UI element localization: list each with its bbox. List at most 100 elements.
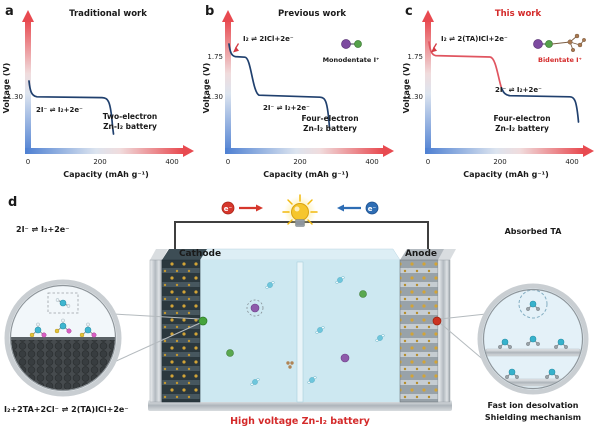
left-arrow-icon <box>337 204 344 212</box>
panel-c-chart: c This work Voltage (V) Capacity (mAh g⁻… <box>402 4 594 179</box>
water-molecule-icon <box>265 281 275 289</box>
callout-line <box>113 313 201 320</box>
y-axis <box>225 20 231 154</box>
top-reaction-annotation: I₂ ⇌ 2ICl+2e⁻ <box>243 35 294 43</box>
cathode-label: Cathode <box>179 249 221 259</box>
y-axis-label: Voltage (V) <box>202 63 211 114</box>
electrolyte-ions <box>226 276 385 386</box>
anode-caption-line2: Shielding mechanism <box>485 413 581 422</box>
electron-icon <box>221 201 235 215</box>
separator <box>296 261 304 403</box>
electron-label: e⁻ <box>368 205 377 213</box>
x-axis <box>225 148 383 154</box>
light-bulb-icon <box>282 194 318 228</box>
x-axis-label: Capacity (mAh g⁻¹) <box>63 170 148 179</box>
anode-site-marker <box>432 316 442 326</box>
discharge-curve-low-plateau <box>500 87 580 123</box>
panel-a-title: Traditional work <box>69 9 147 19</box>
x-tick: 200 <box>493 158 506 166</box>
water-molecule-icon <box>375 334 385 342</box>
electron-flow-right: e⁻ <box>337 201 379 215</box>
ta-molecule-icon <box>286 361 294 369</box>
x-axis-label: Capacity (mAh g⁻¹) <box>263 170 348 179</box>
y-axis-label: Voltage (V) <box>402 63 411 114</box>
cathode-top-face <box>162 249 207 260</box>
battery-schematic: d <box>4 194 589 427</box>
iodine-ion-icon <box>340 353 350 363</box>
y-axis-label: Voltage (V) <box>2 63 11 114</box>
panel-c: c This work Voltage (V) Capacity (mAh g⁻… <box>400 0 600 194</box>
y-tick: 1.30 <box>7 93 23 101</box>
water-molecule-icon <box>250 378 260 386</box>
anode-label: Anode <box>405 249 437 259</box>
x-tick: 200 <box>293 158 306 166</box>
x-axis-label: Capacity (mAh g⁻¹) <box>463 170 548 179</box>
x-tick: 0 <box>426 158 430 166</box>
panel-a-chart: a Traditional work Voltage (V) Capacity … <box>2 4 194 179</box>
discharge-curve <box>28 80 115 135</box>
y-axis-arrow-icon <box>222 10 234 22</box>
highlight-box <box>47 292 79 314</box>
x-tick: 0 <box>26 158 30 166</box>
cathode-electrode <box>161 259 201 403</box>
electron-icon <box>365 201 379 215</box>
cathode-reaction-bottom: I₂+2TA+2Cl⁻ ⇌ 2(TA)ICl+2e⁻ <box>4 405 129 414</box>
y-tick: 1.30 <box>407 93 423 101</box>
callout-line <box>439 322 487 363</box>
red-pointer-arrow-icon <box>431 43 438 53</box>
x-axis <box>25 148 183 154</box>
anode-collector-top <box>438 249 456 260</box>
x-tick: 0 <box>226 158 230 166</box>
anode-top-face <box>400 249 445 260</box>
cathode-reaction-top: 2I⁻ ⇌ I₂+2e⁻ <box>16 225 69 234</box>
x-axis-arrow-icon <box>383 145 394 157</box>
x-tick: 400 <box>565 158 578 166</box>
absorbed-ta-label: Absorbed TA <box>505 227 563 236</box>
zinc-layer <box>485 348 581 357</box>
y-axis <box>25 20 31 154</box>
ta-molecule-icon <box>551 33 586 53</box>
battery-type-line1: Two-electron <box>103 112 157 121</box>
y-tick: 1.30 <box>207 93 223 101</box>
battery-type-line1: Four-electron <box>493 114 550 123</box>
battery-type-line1: Four-electron <box>301 114 358 123</box>
water-molecule-icon <box>315 326 325 334</box>
iodine-complex-icon <box>55 298 71 308</box>
panel-b-chart: b Previous work Voltage (V) Capacity (mA… <box>202 4 394 179</box>
center-caption: High voltage Zn-I₂ battery <box>230 416 371 427</box>
x-tick: 200 <box>93 158 106 166</box>
anode-mechanism-inset <box>477 283 589 395</box>
top-reaction-annotation: I₂ ⇌ 2(TA)ICl+2e⁻ <box>441 35 508 43</box>
panel-b-title: Previous work <box>278 9 346 19</box>
cathode-collector-top <box>150 249 168 260</box>
x-axis-arrow-icon <box>183 145 194 157</box>
ion-label: Monodentate I⁺ <box>323 56 380 64</box>
panel-a-letter: a <box>5 4 14 19</box>
panel-c-title: This work <box>495 9 542 19</box>
x-axis <box>425 148 583 154</box>
cathode-current-collector <box>149 259 163 403</box>
water-molecule-icon <box>307 376 317 384</box>
callout-line <box>113 322 201 363</box>
highlight-circle <box>518 290 548 319</box>
panel-c-letter: c <box>405 4 413 19</box>
chloride-ion-icon <box>226 349 234 357</box>
panel-d: d <box>0 190 600 432</box>
chloride-ion-icon <box>359 290 367 298</box>
iodine-ion-icon <box>250 303 260 313</box>
panel-b-letter: b <box>205 4 214 19</box>
battery-type-line2: Zn-I₂ battery <box>103 122 157 131</box>
reaction-annotation: 2I⁻ ⇌ I₂+2e⁻ <box>495 86 542 94</box>
y-axis-arrow-icon <box>22 10 34 22</box>
reaction-annotation: 2I⁻ ⇌ I₂+2e⁻ <box>263 104 310 112</box>
bidentate-ion-icon <box>533 33 586 53</box>
cathode-mechanism-inset <box>4 279 122 397</box>
discharge-curve-high-plateau <box>428 41 503 89</box>
red-pointer-arrow-icon <box>233 43 240 53</box>
battery-type-line2: Zn-I₂ battery <box>495 124 549 133</box>
y-axis <box>425 20 431 154</box>
cell-base <box>148 400 452 411</box>
reaction-annotation: 2I⁻ ⇌ I₂+2e⁻ <box>36 106 83 114</box>
anode-caption-line1: Fast ion desolvation <box>487 401 578 410</box>
